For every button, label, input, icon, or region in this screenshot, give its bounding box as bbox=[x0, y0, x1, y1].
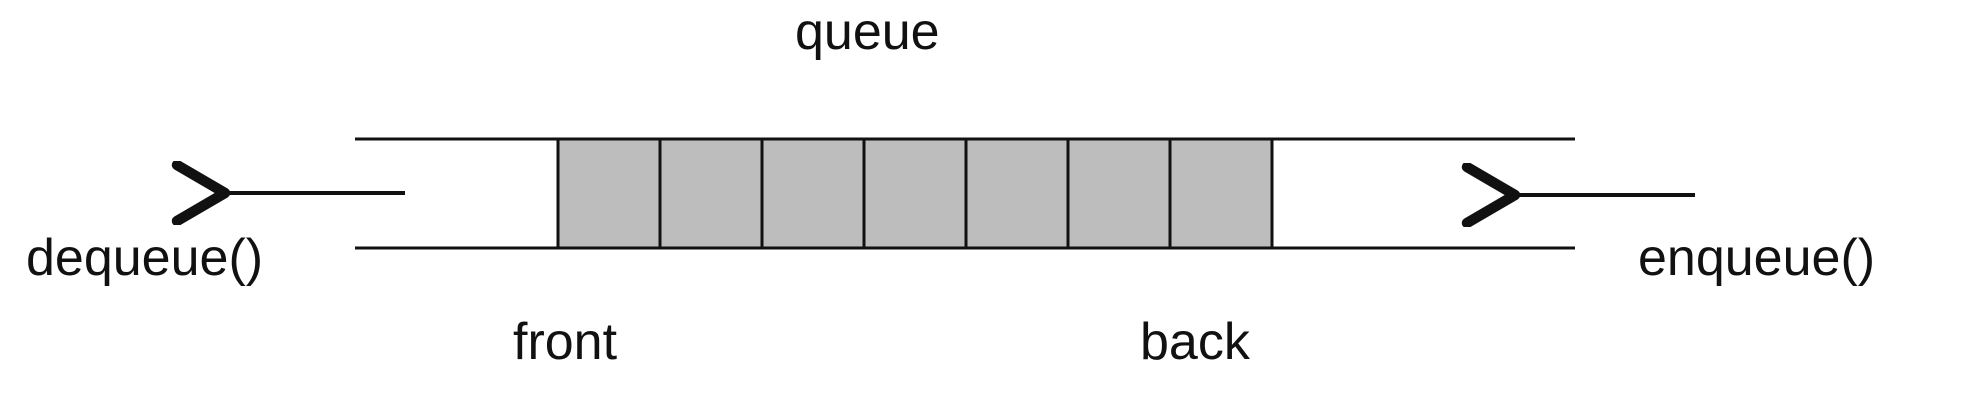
front-label: front bbox=[513, 313, 618, 371]
dequeue-label: dequeue() bbox=[26, 229, 264, 287]
queue-cell bbox=[1168, 137, 1274, 250]
queue-cell bbox=[1066, 137, 1172, 250]
back-label: back bbox=[1140, 313, 1250, 371]
queue-cell bbox=[658, 137, 764, 250]
enqueue-label: enqueue() bbox=[1638, 229, 1876, 287]
queue-cell bbox=[862, 137, 968, 250]
queue-cells bbox=[556, 137, 1274, 250]
diagram-title: queue bbox=[795, 3, 940, 61]
queue-cell bbox=[964, 137, 1070, 250]
queue-cell bbox=[760, 137, 866, 250]
queue-cell bbox=[556, 137, 662, 250]
